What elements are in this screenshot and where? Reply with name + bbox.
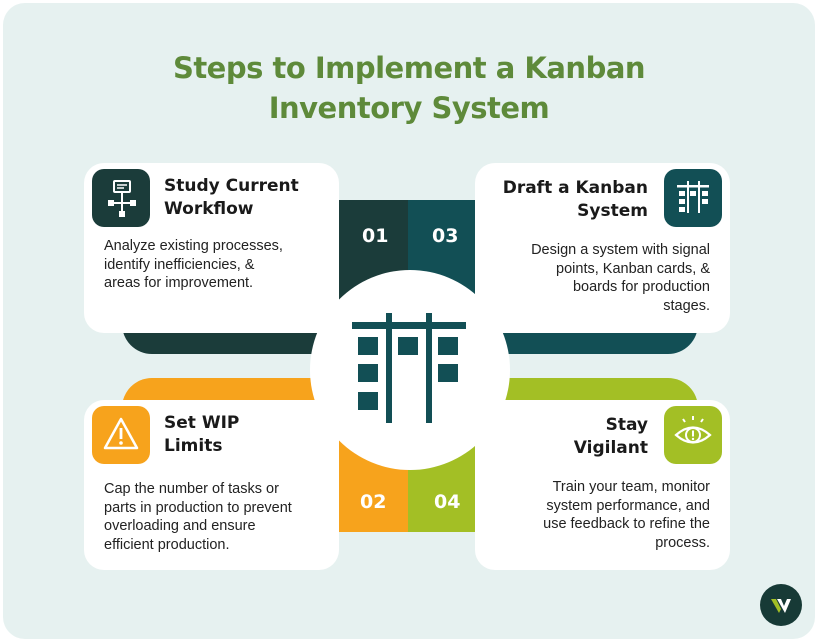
alert-eye-icon: [664, 406, 722, 464]
step-04-title: Stay Vigilant: [574, 414, 648, 460]
step-02-description-line: Cap the number of tasks or: [104, 481, 279, 497]
step-04-description-line: Train your team, monitor: [552, 479, 710, 495]
step-03-title-line: Draft a Kanban: [502, 178, 648, 198]
step-04-card: Stay Vigilant Train your team, monitor s…: [475, 400, 730, 570]
page-title: Steps to Implement a Kanban Inventory Sy…: [0, 48, 818, 128]
step-01-title-line: Study Current: [164, 176, 299, 196]
step-01-title: Study Current Workflow: [164, 175, 299, 221]
page-title-line-1: Steps to Implement a Kanban: [172, 51, 646, 85]
kanban-board-icon: [664, 169, 722, 227]
step-04-description-line: system performance, and: [546, 497, 710, 514]
step-03-description-line: boards for production: [572, 279, 710, 295]
step-04-title-line: Stay: [605, 415, 648, 435]
step-03-description-line: points, Kanban cards, &: [556, 260, 710, 277]
step-02-description: Cap the number of tasks or parts in prod…: [104, 480, 292, 554]
step-03-number: 03: [432, 225, 459, 247]
step-03-card: Draft a Kanban System Design a system wi…: [475, 163, 730, 333]
step-04-description-line: use feedback to refine the: [543, 516, 710, 532]
kanban-board-icon: [352, 313, 466, 423]
step-03-description: Design a system with signal points, Kanb…: [531, 241, 710, 315]
step-02-description-line: efficient production.: [104, 536, 230, 553]
step-02-description-line: parts in production to prevent: [104, 499, 292, 516]
step-01-card: Study Current Workflow Analyze existing …: [84, 163, 339, 333]
workflow-diagram-icon: [92, 169, 150, 227]
step-03-title-line: System: [577, 201, 648, 221]
step-02-number: 02: [360, 491, 387, 513]
step-02-title-line: Set WIP: [164, 413, 240, 433]
step-03-title: Draft a Kanban System: [503, 177, 648, 223]
step-04-description-line: process.: [655, 534, 710, 551]
step-04-number: 04: [434, 491, 461, 513]
step-01-description-line: Analyze existing processes,: [104, 238, 283, 254]
step-02-title-line: Limits: [164, 436, 223, 456]
warning-icon: [92, 406, 150, 464]
step-01-number: 01: [362, 225, 389, 247]
step-04-description: Train your team, monitor system performa…: [543, 478, 710, 552]
brand-logo-icon: [760, 584, 802, 626]
step-02-card: Set WIP Limits Cap the number of tasks o…: [84, 400, 339, 570]
step-01-description-line: identify inefficiencies, &: [104, 256, 255, 273]
page-title-line-2: Inventory System: [268, 91, 550, 125]
step-02-title: Set WIP Limits: [164, 412, 239, 458]
step-01-description: Analyze existing processes, identify ine…: [104, 237, 283, 293]
step-03-description-line: Design a system with signal: [531, 242, 710, 258]
step-03-description-line: stages.: [663, 297, 710, 314]
step-01-description-line: areas for improvement.: [104, 275, 254, 291]
step-04-title-line: Vigilant: [573, 438, 648, 458]
step-02-description-line: overloading and ensure: [104, 518, 256, 534]
step-01-title-line: Workflow: [164, 199, 254, 219]
